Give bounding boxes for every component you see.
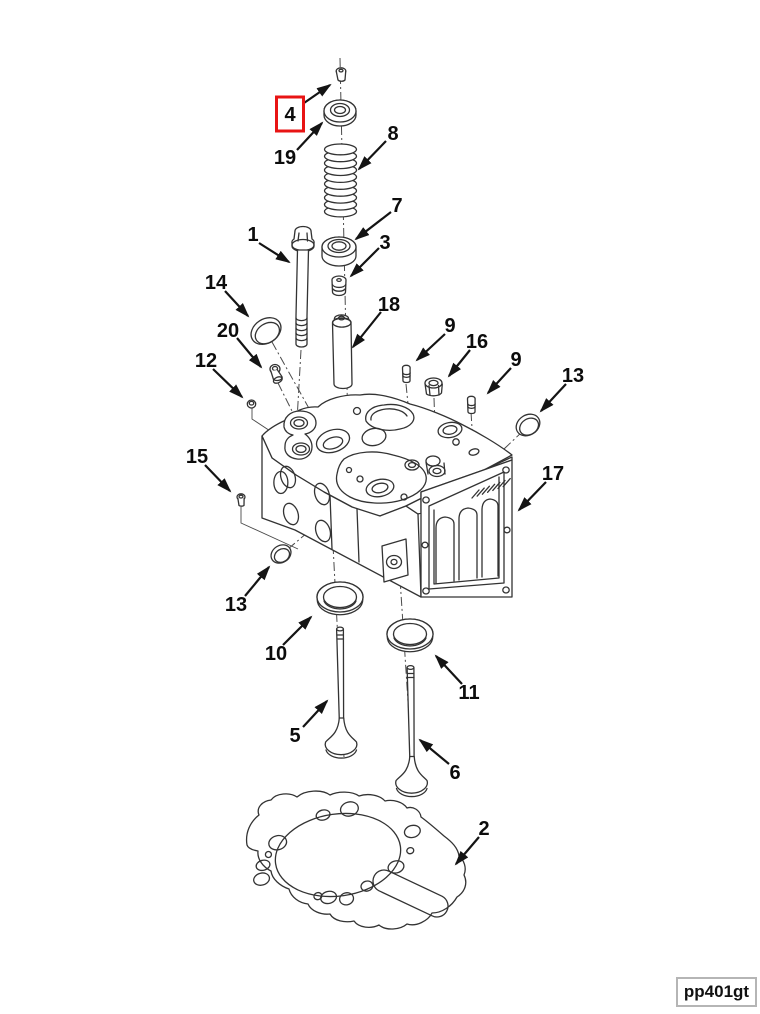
callout-8-2[interactable]: 8 [387, 123, 398, 145]
part-fitting [269, 363, 283, 384]
callout-16-10[interactable]: 16 [466, 331, 488, 353]
callout-arrow-8 [357, 140, 387, 171]
callout-15-14[interactable]: 15 [186, 446, 208, 468]
part-hex-plug [424, 377, 443, 397]
part-valve-guide [331, 314, 353, 390]
part-stud [401, 364, 411, 384]
part-spring-retainer [321, 236, 357, 267]
callout-arrow-10 [282, 615, 313, 646]
part-cup-plug-large [250, 317, 282, 345]
callout-arrow-11 [434, 654, 463, 685]
callout-7-3[interactable]: 7 [391, 195, 402, 217]
callout-12-12[interactable]: 12 [195, 350, 217, 372]
diagram-code-box: pp401gt [676, 977, 757, 1007]
callout-6-20[interactable]: 6 [449, 762, 460, 784]
callout-arrow-3 [349, 247, 380, 278]
callout-arrow-9 [486, 367, 512, 395]
callout-11-18[interactable]: 11 [458, 682, 479, 704]
callout-13-13[interactable]: 13 [562, 365, 584, 387]
part-exhaust-valve [395, 664, 429, 798]
part-stud-small [236, 493, 246, 507]
callout-20-8[interactable]: 20 [217, 320, 239, 342]
callout-arrow-14 [224, 290, 250, 318]
callout-13-16[interactable]: 13 [225, 594, 247, 616]
part-head-gasket [245, 790, 467, 930]
part-valve-collet [331, 275, 347, 297]
callout-arrow-5 [302, 699, 329, 728]
callout-arrow-16 [447, 349, 471, 378]
callout-arrow-1 [258, 242, 291, 264]
callout-9-9[interactable]: 9 [444, 315, 455, 337]
highlight-box [275, 95, 305, 133]
part-valve-spring [323, 143, 358, 218]
callout-arrow-13 [539, 383, 567, 413]
callout-1-5[interactable]: 1 [247, 224, 258, 246]
diagram-code: pp401gt [683, 982, 750, 1001]
callout-arrow-19 [296, 121, 324, 151]
callout-3-4[interactable]: 3 [379, 232, 390, 254]
callout-arrow-15 [204, 464, 232, 493]
callout-arrow-18 [351, 311, 382, 349]
callout-17-15[interactable]: 17 [542, 463, 564, 485]
callout-9-11[interactable]: 9 [510, 349, 521, 371]
part-plug-small [246, 399, 257, 409]
callout-2-21[interactable]: 2 [478, 818, 489, 840]
callout-14-6[interactable]: 14 [205, 272, 228, 294]
part-valve-seat-insert-10 [316, 581, 364, 616]
callout-arrow-6 [418, 738, 450, 765]
callout-arrow-7 [354, 211, 392, 241]
part-stud [466, 395, 476, 415]
part-valve-seat-insert-11 [386, 618, 434, 653]
part-intake-valve [324, 626, 358, 759]
callout-arrow-4 [303, 83, 332, 104]
callout-10-17[interactable]: 10 [265, 643, 287, 665]
part-cylinder-head [261, 393, 513, 598]
part-cup-plug [270, 544, 292, 564]
callout-19-1[interactable]: 19 [274, 147, 296, 169]
callout-4-0[interactable]: 4 [284, 104, 296, 126]
part-head-bolt [291, 225, 315, 348]
part-retainer-lock [335, 67, 347, 82]
part-cup-plug [515, 413, 541, 437]
callouts-layer: 4 19 8 73 1 14 18 20 9 16 9 12 13 15 17 13 10 11 5 6 2 [186, 83, 584, 866]
callout-arrow-9 [415, 333, 446, 362]
callout-5-19[interactable]: 5 [289, 725, 300, 747]
part-washer [323, 99, 357, 127]
callout-18-7[interactable]: 18 [378, 294, 400, 316]
callout-arrow-13 [244, 565, 271, 597]
callout-arrow-2 [454, 836, 480, 866]
callout-arrow-12 [212, 368, 244, 399]
callout-arrow-20 [236, 337, 263, 369]
callout-arrow-17 [517, 481, 547, 512]
